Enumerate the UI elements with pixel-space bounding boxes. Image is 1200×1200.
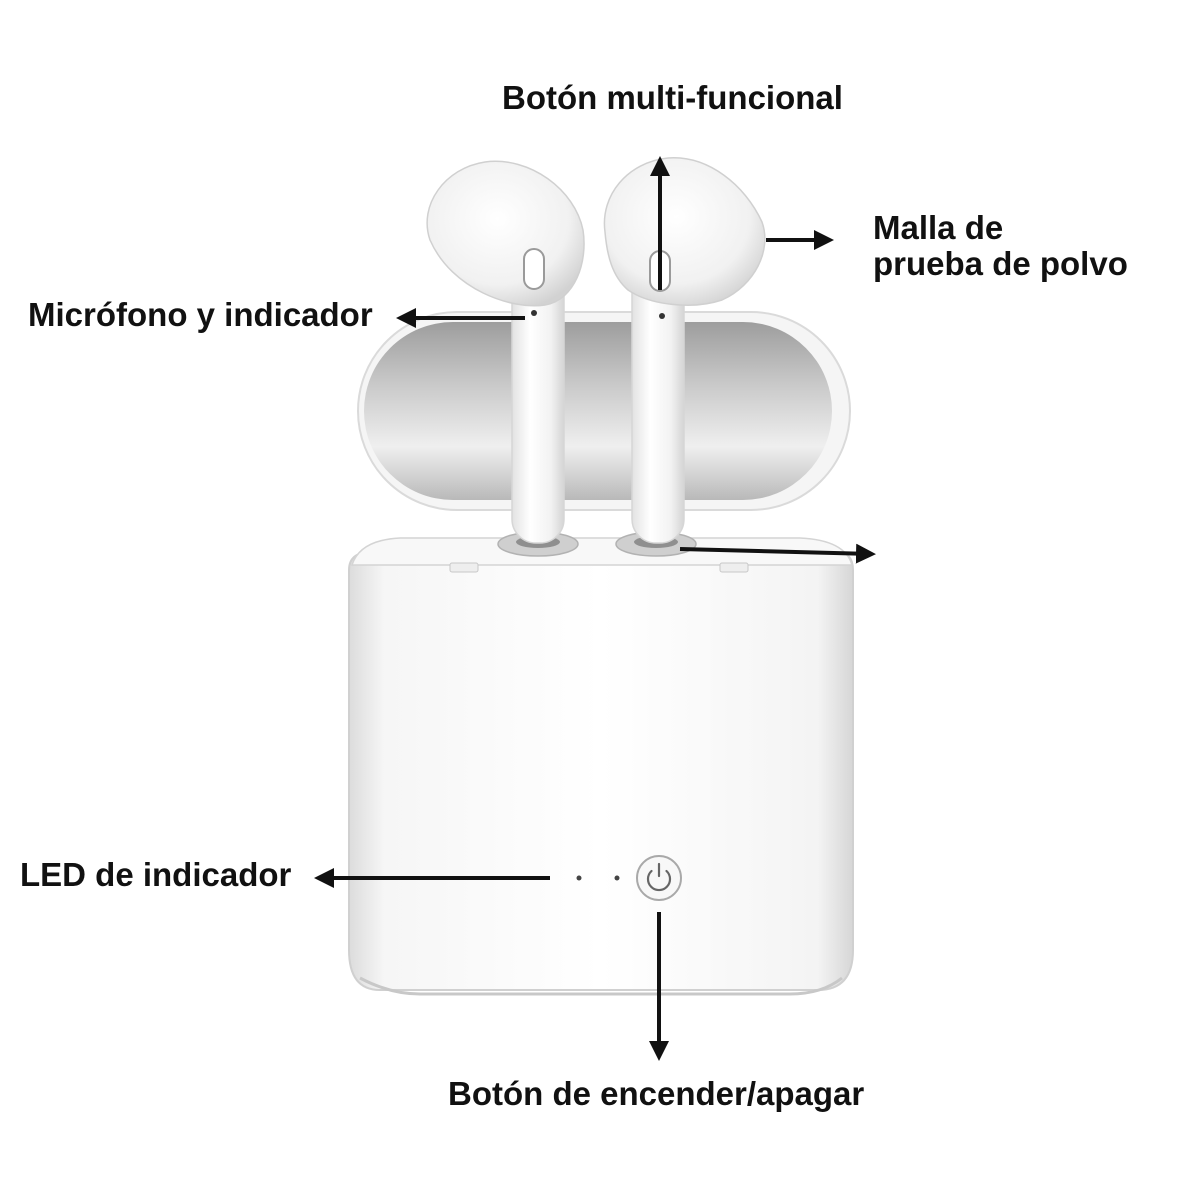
- microphone-dot: [531, 310, 537, 316]
- callout-arrows: [314, 156, 876, 1061]
- led-indicator-label: LED de indicador: [20, 856, 292, 893]
- right-earbud: [603, 157, 766, 544]
- multi-function-button-label: Botón multi-funcional: [502, 79, 843, 116]
- dust-mesh-label: Malla de prueba de polvo: [873, 210, 1128, 282]
- dust-mesh-label-line1: Malla de: [873, 209, 1004, 246]
- power-button-label: Botón de encender/apagar: [448, 1075, 865, 1112]
- microphone-dot-right: [659, 313, 665, 319]
- led-dot: [576, 875, 582, 881]
- case-lid: [357, 311, 851, 511]
- microphone-indicator-label: Micrófono y indicador: [28, 296, 373, 333]
- left-earbud: [426, 160, 585, 544]
- arrow-well: [679, 543, 876, 564]
- led-dot: [614, 875, 620, 881]
- dust-mesh-label-line2: prueba de polvo: [873, 245, 1128, 282]
- power-icon: [636, 855, 682, 901]
- case-front-controls: [576, 855, 682, 901]
- charging-case: [348, 531, 854, 996]
